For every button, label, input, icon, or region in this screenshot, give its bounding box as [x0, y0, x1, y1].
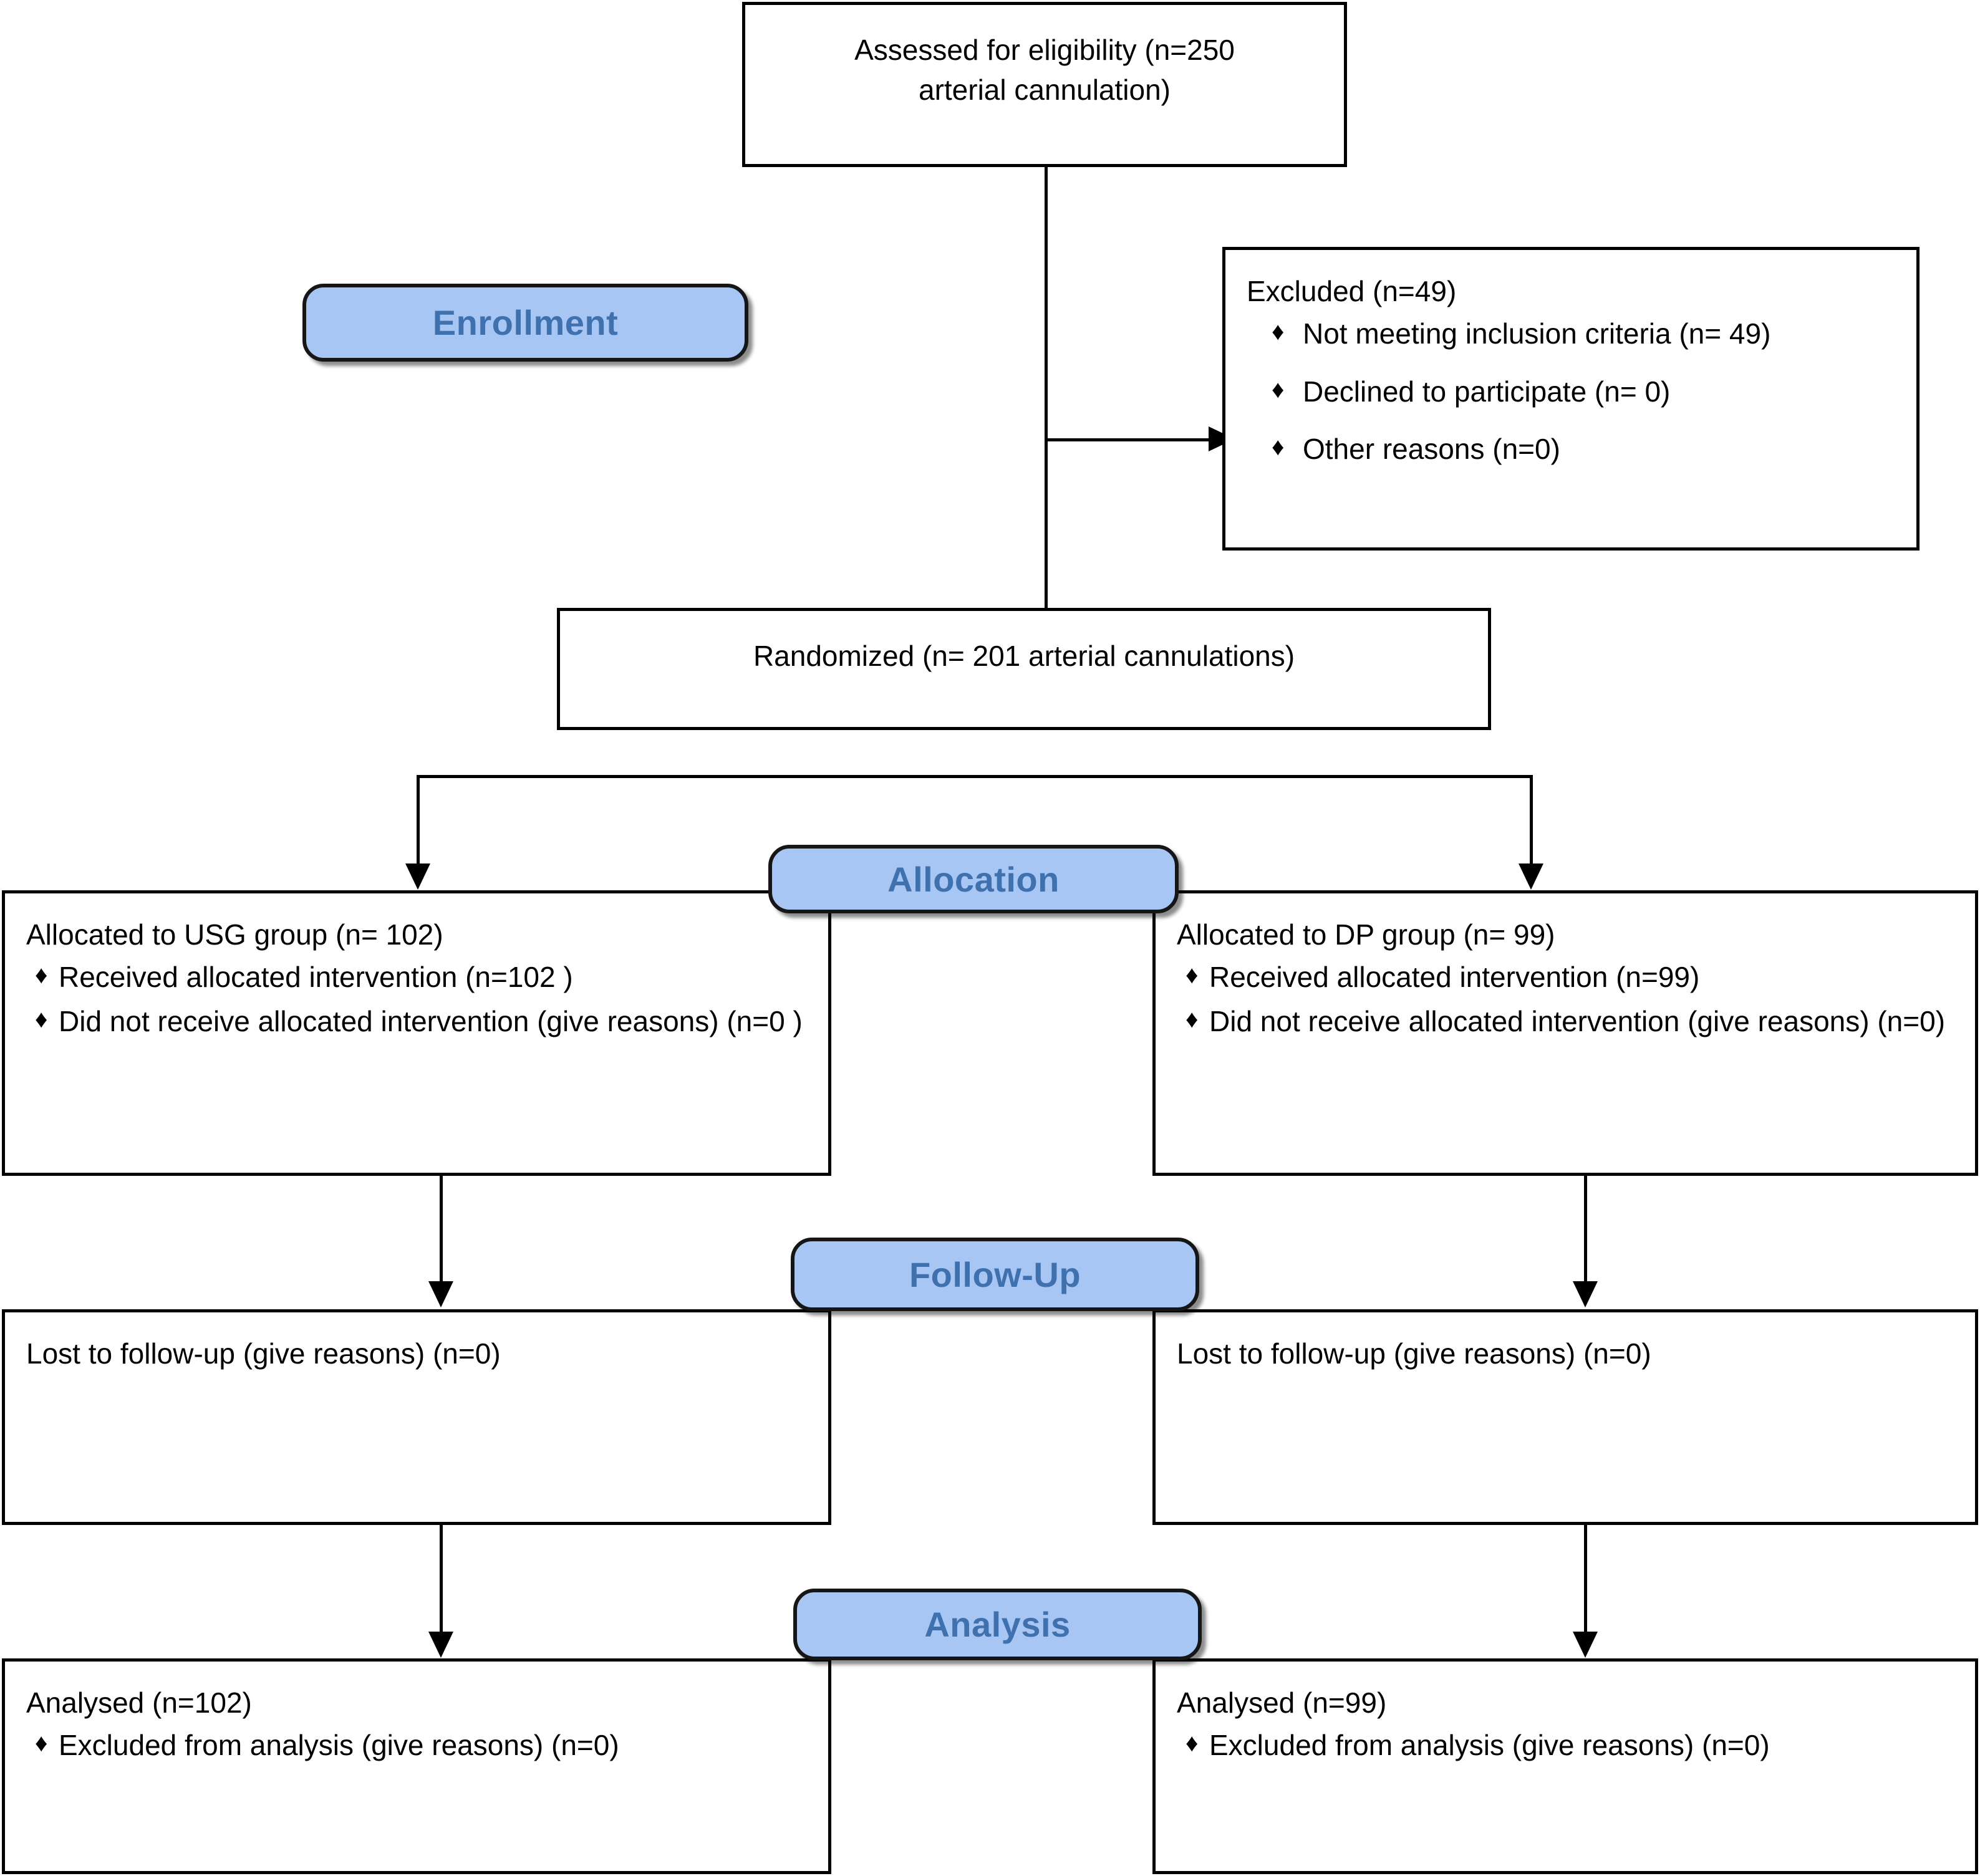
excluded-bullet-list: ♦ Not meeting inclusion criteria (n= 49)… [1247, 314, 1895, 469]
list-item-label: Excluded from analysis (give reasons) (n… [1209, 1729, 1770, 1762]
analysed-dp-text: Analysed (n=99) ♦ Excluded from analysis… [1156, 1662, 1975, 1776]
followup-usg-text: Lost to follow-up (give reasons) (n=0) [5, 1312, 828, 1380]
followup-dp-text: Lost to follow-up (give reasons) (n=0) [1156, 1312, 1975, 1380]
allocated-dp-heading: Allocated to DP group (n= 99) [1177, 918, 1555, 951]
analysed-dp-bullet-list: ♦ Excluded from analysis (give reasons) … [1177, 1725, 1954, 1765]
connector-randomized-split-bar [417, 775, 1533, 778]
arrowhead-to-analysis-left [428, 1632, 453, 1658]
diamond-bullet-icon: ♦ [35, 961, 48, 989]
node-followup-usg: Lost to follow-up (give reasons) (n=0) [2, 1309, 831, 1525]
connector-followup-right-to-analysis [1584, 1523, 1587, 1637]
connector-followup-left-to-analysis [440, 1523, 443, 1637]
diamond-bullet-icon: ♦ [35, 1005, 48, 1033]
allocated-dp-bullet-list: ♦ Received allocated intervention (n=99)… [1177, 957, 1954, 1041]
list-item: ♦ Did not receive allocated intervention… [26, 1001, 807, 1041]
list-item: ♦ Excluded from analysis (give reasons) … [26, 1725, 807, 1765]
excluded-text: Excluded (n=49) ♦ Not meeting inclusion … [1225, 250, 1916, 493]
allocated-dp-text: Allocated to DP group (n= 99) ♦ Received… [1156, 893, 1975, 1051]
list-item: ♦ Did not receive allocated intervention… [1177, 1001, 1954, 1041]
node-analysed-dp: Analysed (n=99) ♦ Excluded from analysis… [1152, 1658, 1978, 1874]
arrowhead-to-followup-left [428, 1281, 453, 1307]
analysed-dp-heading: Analysed (n=99) [1177, 1686, 1387, 1719]
allocated-usg-text: Allocated to USG group (n= 102) ♦ Receiv… [5, 893, 828, 1051]
list-item: ♦ Received allocated intervention (n=99) [1177, 957, 1954, 997]
connector-allocated-right-to-followup [1584, 1174, 1587, 1286]
diamond-bullet-icon: ♦ [1186, 1729, 1199, 1758]
list-item-label: Other reasons (n=0) [1303, 433, 1560, 466]
node-assessed-for-eligibility: Assessed for eligibility (n=250 arterial… [742, 2, 1347, 167]
node-followup-dp: Lost to follow-up (give reasons) (n=0) [1152, 1309, 1978, 1525]
connector-randomized-right-drop [1530, 775, 1533, 868]
connector-assessed-to-randomized [1045, 165, 1048, 608]
list-item-label: Not meeting inclusion criteria (n= 49) [1303, 317, 1771, 350]
list-item-label: Received allocated intervention (n=99) [1209, 961, 1700, 994]
randomized-text: Randomized (n= 201 arterial cannulations… [560, 611, 1488, 682]
node-allocated-usg: Allocated to USG group (n= 102) ♦ Receiv… [2, 890, 831, 1176]
list-item-label: Received allocated intervention (n=102 ) [59, 961, 573, 994]
stage-label-analysis: Analysis [793, 1589, 1202, 1660]
diamond-bullet-icon: ♦ [1272, 318, 1285, 346]
assessed-line-1: Assessed for eligibility (n=250 [854, 34, 1235, 66]
allocated-usg-heading: Allocated to USG group (n= 102) [26, 918, 443, 951]
list-item: ♦ Other reasons (n=0) [1247, 429, 1895, 469]
allocated-usg-bullet-list: ♦ Received allocated intervention (n=102… [26, 957, 807, 1041]
node-randomized: Randomized (n= 201 arterial cannulations… [557, 608, 1491, 730]
node-excluded: Excluded (n=49) ♦ Not meeting inclusion … [1222, 247, 1920, 551]
list-item: ♦ Received allocated intervention (n=102… [26, 957, 807, 997]
stage-label-followup: Follow-Up [791, 1238, 1199, 1311]
randomized-label: Randomized (n= 201 arterial cannulations… [753, 640, 1295, 672]
excluded-heading: Excluded (n=49) [1247, 275, 1457, 307]
arrowhead-to-allocated-right [1519, 863, 1543, 890]
list-item: ♦ Excluded from analysis (give reasons) … [1177, 1725, 1954, 1765]
followup-usg-label: Lost to follow-up (give reasons) (n=0) [26, 1337, 501, 1370]
list-item-label: Did not receive allocated intervention (… [1209, 1004, 1946, 1037]
diamond-bullet-icon: ♦ [1272, 375, 1285, 403]
list-item: ♦ Declined to participate (n= 0) [1247, 372, 1895, 411]
stage-label-allocation: Allocation [768, 845, 1179, 913]
arrowhead-to-followup-right [1573, 1281, 1598, 1307]
list-item: ♦ Not meeting inclusion criteria (n= 49) [1247, 314, 1895, 354]
connector-randomized-left-drop [417, 775, 420, 868]
diamond-bullet-icon: ♦ [1186, 961, 1199, 989]
diamond-bullet-icon: ♦ [35, 1729, 48, 1758]
node-analysed-usg: Analysed (n=102) ♦ Excluded from analysi… [2, 1658, 831, 1874]
list-item-label: Excluded from analysis (give reasons) (n… [59, 1729, 619, 1762]
analysed-usg-text: Analysed (n=102) ♦ Excluded from analysi… [5, 1662, 828, 1776]
arrowhead-to-analysis-right [1573, 1632, 1598, 1658]
assessed-text: Assessed for eligibility (n=250 arterial… [745, 5, 1344, 117]
diamond-bullet-icon: ♦ [1272, 433, 1285, 461]
followup-dp-label: Lost to follow-up (give reasons) (n=0) [1177, 1337, 1651, 1370]
diamond-bullet-icon: ♦ [1186, 1005, 1199, 1033]
analysed-usg-bullet-list: ♦ Excluded from analysis (give reasons) … [26, 1725, 807, 1765]
assessed-line-2: arterial cannulation) [918, 74, 1171, 107]
connector-allocated-left-to-followup [440, 1174, 443, 1286]
list-item-label: Declined to participate (n= 0) [1303, 375, 1671, 408]
analysed-usg-heading: Analysed (n=102) [26, 1686, 252, 1719]
node-allocated-dp: Allocated to DP group (n= 99) ♦ Received… [1152, 890, 1978, 1176]
stage-label-enrollment: Enrollment [302, 284, 748, 362]
list-item-label: Did not receive allocated intervention (… [59, 1004, 803, 1037]
arrowhead-to-allocated-left [405, 863, 430, 890]
connector-assessed-to-excluded [1045, 438, 1210, 441]
